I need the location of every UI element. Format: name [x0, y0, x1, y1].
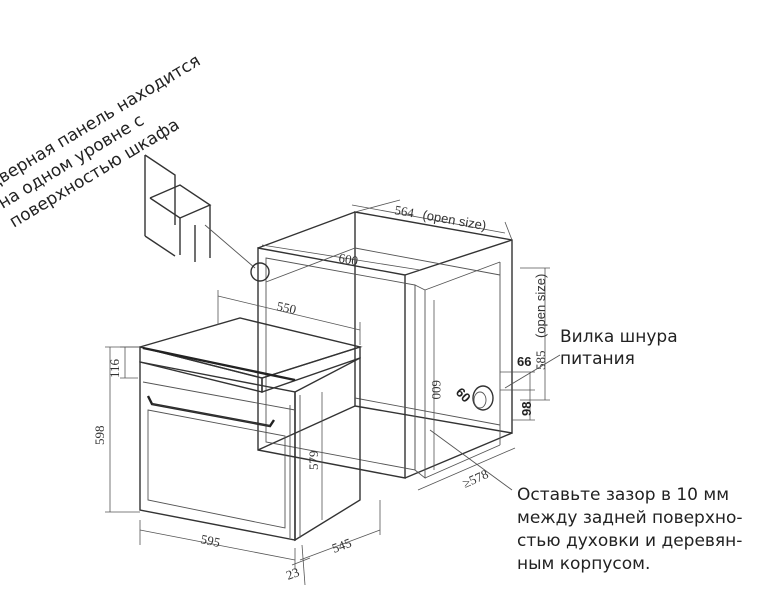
note-gap-line-1: Оставьте зазор в 10 мм [517, 485, 729, 505]
cabinet-outline [257, 211, 513, 479]
note-door-panel: Дверная панель находится на одном уровне… [0, 51, 204, 232]
flush-detail-inset [144, 154, 270, 282]
dim-66: 66 [517, 354, 531, 369]
note-plug-line-2: питания [560, 349, 635, 369]
note-gap-line-3: стью духовки и деревян- [517, 531, 742, 551]
dim-545: 545 [330, 535, 353, 556]
note-plug-line-1: Вилка шнура [560, 327, 678, 347]
dim-564: 564 [393, 202, 415, 220]
detail-callout-circle [250, 262, 270, 282]
dim-600-side: 600 [429, 380, 444, 400]
dim-550: 550 [275, 298, 297, 317]
cabinet-top-dimensions: 564 (open size) 600 585 (open size) 600 … [261, 199, 550, 491]
dim-23: 23 [284, 564, 301, 583]
dim-98: 98 [519, 402, 534, 416]
dim-116: 116 [107, 358, 122, 378]
dim-600-top: 600 [337, 250, 359, 268]
dim-585: 585 [533, 351, 548, 371]
dim-60: 60 [453, 385, 474, 406]
oven-body [137, 317, 363, 542]
open-size-label-side: (open size) [533, 274, 548, 338]
note-plug: Вилка шнура питания [504, 327, 678, 389]
note-gap: Оставьте зазор в 10 мм между задней пове… [429, 429, 743, 574]
note-gap-line-4: ным корпусом. [517, 554, 650, 574]
power-plug-icon [472, 385, 494, 411]
dim-595: 595 [199, 531, 221, 550]
oven-dimensions: 550 116 598 579 595 545 23 [92, 290, 381, 586]
plug-dimensions: 66 98 60 [453, 354, 535, 421]
note-gap-line-2: между задней поверхно- [517, 508, 743, 528]
dim-579: 579 [306, 451, 321, 471]
dim-598: 598 [92, 426, 107, 446]
